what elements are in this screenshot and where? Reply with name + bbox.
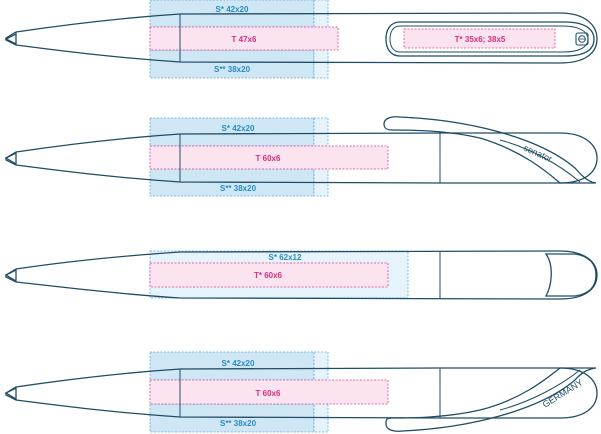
pen-1-area-bottom [149, 49, 315, 79]
pen-3: S* 62x12 T* 60x6 [4, 250, 598, 300]
pen-2: senator S* 42x20 T 60x6 S** 38x20 [4, 116, 598, 197]
pen-1-label-clip: T* 35x6; 38x5 [455, 35, 506, 44]
pen-1-label-middle: T 47x6 [232, 35, 257, 44]
pen-3-label-top: S* 62x12 [269, 253, 302, 262]
pen-2-outline [5, 132, 598, 184]
pen-4-label-top: S* 42x20 [222, 359, 255, 368]
pen-4-clip [385, 367, 597, 432]
pen-2-label-bottom: S** 38x20 [220, 184, 257, 193]
pen-2-label-top: S* 42x20 [222, 124, 255, 133]
pen-3-outline [5, 250, 598, 300]
pen-4-area-top [149, 351, 315, 381]
pen-1-area-middle [149, 26, 339, 51]
pen-3-area-middle [149, 262, 389, 288]
pen-4-label-bottom: S** 38x20 [220, 419, 257, 428]
pen-1-outline [5, 12, 598, 64]
pen-4-label-middle: T 60x6 [256, 389, 281, 398]
pen-1-label-bottom: S** 38x20 [214, 65, 251, 74]
pen-3-label-middle: T* 60x6 [254, 271, 283, 280]
pen-1: S* 42x20 T 47x6 S** 38x20 T* 35x6; 38x5 [4, 0, 598, 79]
pen-4: GERMANY S* 42x20 T 60x6 S** 38x20 [4, 351, 598, 433]
pen-4-area-middle [149, 379, 389, 405]
pen-4-outline [5, 367, 598, 419]
pen-2-area-middle [149, 145, 389, 170]
pen-1-area-clip [403, 28, 556, 49]
pen-2-clip [383, 116, 597, 184]
pen-1-logo-icon [575, 32, 589, 46]
pen-2-area-top [149, 117, 315, 147]
pen-2-label-middle: T 60x6 [256, 154, 281, 163]
pen-1-label-top: S* 42x20 [216, 5, 249, 14]
pen-3-clip [544, 253, 597, 297]
pen-1-clip [385, 21, 595, 57]
